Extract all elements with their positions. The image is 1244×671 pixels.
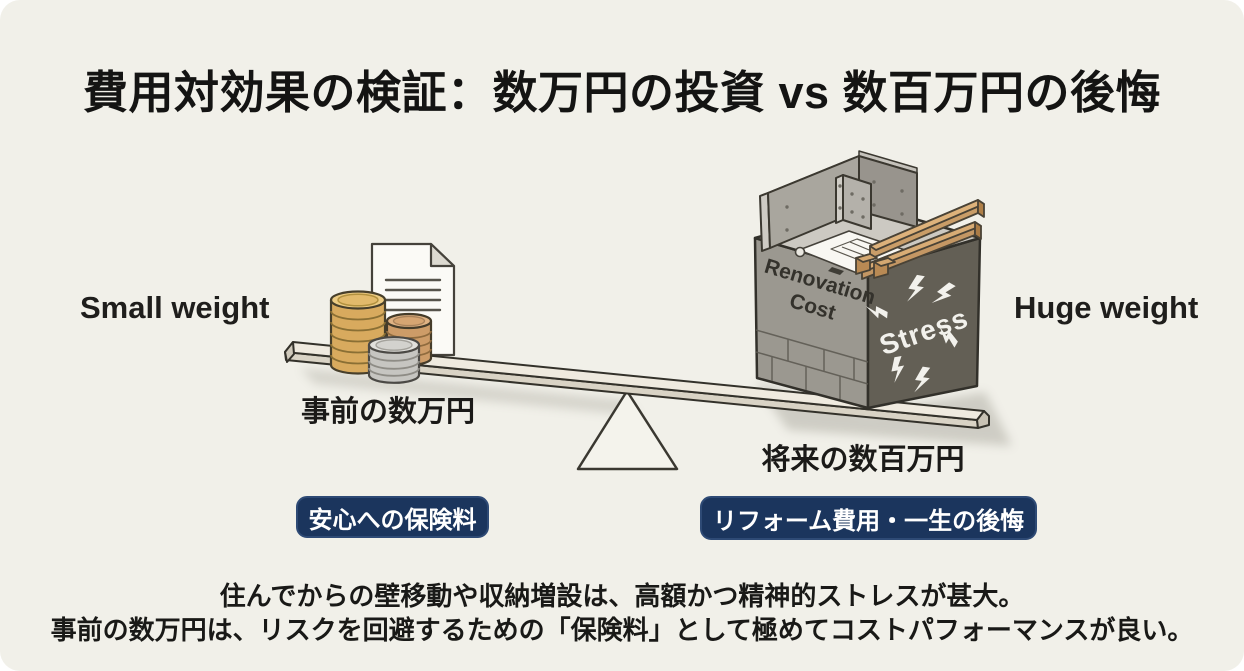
fulcrum-triangle — [576, 389, 679, 471]
left-item-label: 事前の数万円 — [300, 396, 475, 428]
left-badge: 安心への保険料 — [296, 496, 489, 538]
right-item-label: 将来の数百万円 — [761, 444, 965, 476]
footer-text: 住んでからの壁移動や収納増設は、高額かつ精神的ストレスが甚大。 事前の数万円は、… — [0, 580, 1244, 648]
page-title: 費用対効果の検証：数万円の投資 vs 数百万円の後悔 — [82, 67, 1162, 118]
lumber-beams-icon — [855, 199, 985, 280]
coin-stack-silver-icon — [367, 336, 421, 384]
huge-weight-label: Huge weight — [1014, 290, 1199, 325]
footer-line-2: 事前の数万円は、リスクを回避するための「保険料」として極めてコストパフォーマンス… — [50, 614, 1194, 645]
seesaw-plank — [284, 341, 990, 429]
brick-pattern — [755, 329, 869, 399]
right-badge: リフォーム費用・一生の後悔 — [700, 496, 1037, 540]
footer-line-1: 住んでからの壁移動や収納増設は、高額かつ精神的ストレスが甚大。 — [219, 581, 1025, 611]
small-weight-label: Small weight — [80, 290, 270, 325]
wall-screw-dots — [785, 180, 904, 232]
wall-panels — [759, 150, 918, 252]
renovation-block-icon — [753, 150, 985, 410]
